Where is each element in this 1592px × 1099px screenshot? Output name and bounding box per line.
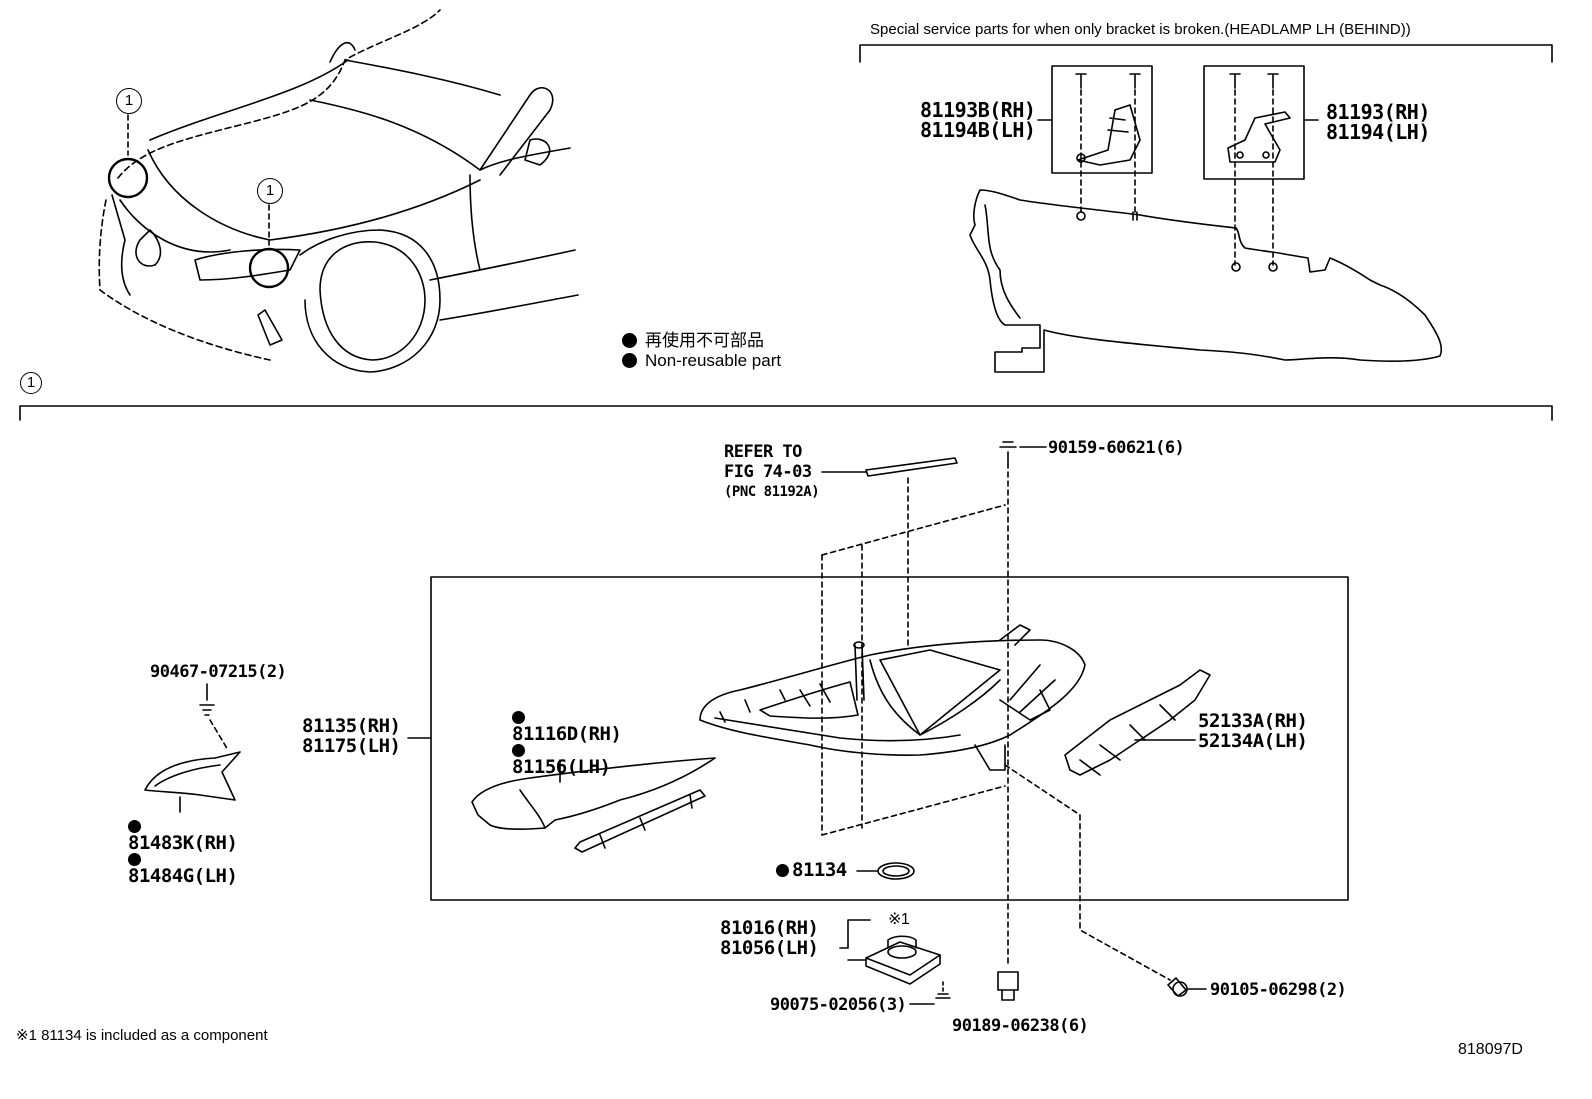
- refer-line: FIG 74-03: [724, 462, 812, 482]
- part-number: 81484G(LH): [128, 865, 238, 887]
- part-label-90075[interactable]: 90075-02056(3): [770, 995, 907, 1015]
- part-number: 52134A(LH): [1198, 730, 1308, 752]
- part-label-52133A[interactable]: 52133A(RH) 52134A(LH): [1198, 710, 1308, 752]
- part-number: 81134: [792, 859, 847, 881]
- part-label-81483K[interactable]: 81483K(RH) 81484G(LH): [128, 820, 238, 887]
- part-number: 81193B(RH): [920, 98, 1036, 122]
- legend-jp-text: 再使用不可部品: [645, 331, 764, 350]
- part-label-81134[interactable]: 81134: [776, 860, 847, 880]
- special-service-bracket-section: [859, 44, 1553, 373]
- refer-line: REFER TO: [724, 442, 802, 462]
- part-label-90159[interactable]: 90159-60621(6): [1048, 438, 1185, 458]
- part-number: 81156(LH): [512, 756, 611, 778]
- refer-to-fig-label[interactable]: REFER TO FIG 74-03 (PNC 81192A): [724, 442, 820, 502]
- legend-en: Non-reusable part: [622, 351, 781, 371]
- part-label-90467[interactable]: 90467-07215(2): [150, 662, 287, 682]
- callout-1-car-center: 1: [257, 178, 283, 204]
- non-reusable-dot-icon: [128, 853, 141, 866]
- legend-jp: 再使用不可部品: [622, 326, 764, 351]
- part-label-81193[interactable]: 81193(RH) 81194(LH): [1326, 102, 1430, 142]
- part-number: 81194B(LH): [920, 118, 1036, 142]
- part-number: 81194(LH): [1326, 120, 1430, 144]
- part-number: 81116D(RH): [512, 723, 622, 745]
- legend-en-text: Non-reusable part: [645, 351, 782, 370]
- non-reusable-dot-icon: [622, 333, 637, 348]
- part-label-90105[interactable]: 90105-06298(2): [1210, 980, 1347, 1000]
- figure-id: 818097D: [1458, 1041, 1523, 1058]
- headlamp-exploded-view: [144, 441, 1349, 1005]
- non-reusable-dot-icon: [512, 711, 525, 724]
- refer-line: (PNC 81192A): [724, 484, 820, 500]
- special-service-title: Special service parts for when only brac…: [870, 21, 1411, 38]
- part-label-81135[interactable]: 81135(RH) 81175(LH): [302, 715, 401, 757]
- part-number: 52133A(RH): [1198, 710, 1308, 732]
- callout-1-car-left: 1: [116, 88, 142, 114]
- footnote: ※1 81134 is included as a component: [16, 1027, 268, 1044]
- note-mark-1: ※1: [888, 911, 910, 928]
- part-label-90189[interactable]: 90189-06238(6): [952, 1016, 1089, 1036]
- part-number: 81056(LH): [720, 937, 819, 959]
- part-label-81193B[interactable]: 81193B(RH) 81194B(LH): [920, 98, 1036, 142]
- callout-1-section: 1: [20, 372, 42, 394]
- non-reusable-dot-icon: [512, 744, 525, 757]
- part-number: 81016(RH): [720, 917, 819, 939]
- part-label-81116D[interactable]: 81116D(RH) 81156(LH): [512, 711, 622, 778]
- car-front-illustration: [98, 9, 579, 373]
- part-label-81016[interactable]: 81016(RH) 81056(LH): [720, 917, 819, 959]
- part-number: 81193(RH): [1326, 100, 1430, 124]
- part-number: 81483K(RH): [128, 832, 238, 854]
- part-number: 81135(RH): [302, 715, 401, 737]
- non-reusable-dot-icon: [622, 353, 637, 368]
- non-reusable-dot-icon: [776, 864, 789, 877]
- part-number: 81175(LH): [302, 735, 401, 757]
- non-reusable-dot-icon: [128, 820, 141, 833]
